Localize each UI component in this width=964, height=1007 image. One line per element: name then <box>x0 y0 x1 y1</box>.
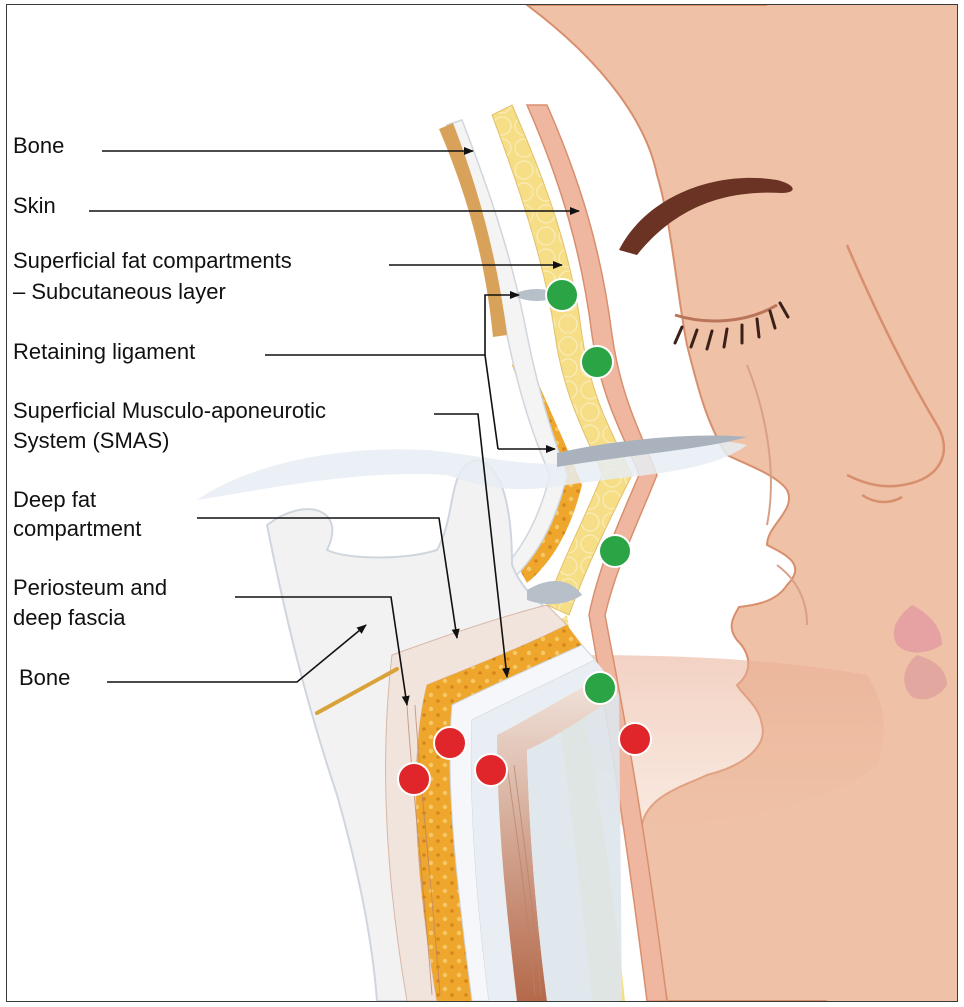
label-deep-fat-line2: compartment <box>13 516 141 542</box>
label-retaining-ligament: Retaining ligament <box>13 339 195 365</box>
diagram-frame: Bone Skin Superficial fat compartments –… <box>6 4 958 1002</box>
label-superficial-fat-line2: – Subcutaneous layer <box>13 279 226 305</box>
face-layers-illustration <box>7 5 957 1001</box>
label-smas-line2: System (SMAS) <box>13 428 169 454</box>
label-periosteum-line2: deep fascia <box>13 605 126 631</box>
label-superficial-fat-line1: Superficial fat compartments <box>13 248 292 274</box>
label-skin: Skin <box>13 193 56 219</box>
label-periosteum-line1: Periosteum and <box>13 575 167 601</box>
label-bone-top: Bone <box>13 133 64 159</box>
label-bone-bottom: Bone <box>19 665 70 691</box>
label-smas-line1: Superficial Musculo-aponeurotic <box>13 398 326 424</box>
label-deep-fat-line1: Deep fat <box>13 487 96 513</box>
leader-retaining-ligament <box>265 295 519 355</box>
